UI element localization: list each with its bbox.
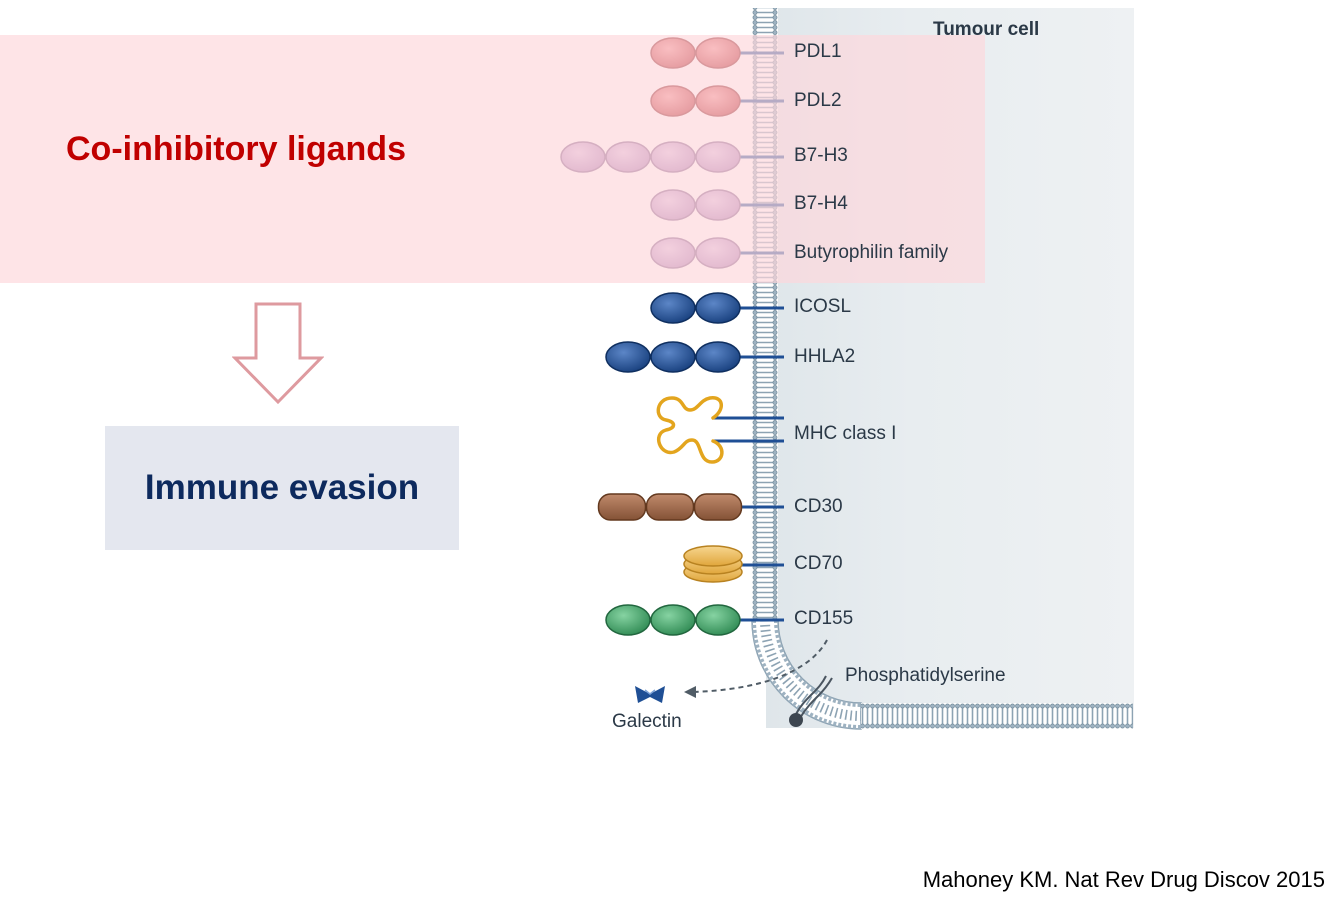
co-inhibitory-title: Co-inhibitory ligands: [66, 130, 406, 168]
ligand-domain: [597, 493, 647, 521]
co-inhibitory-highlight: [0, 35, 985, 283]
ligand-domain: [645, 493, 695, 521]
phosphatidylserine-label: Phosphatidylserine: [845, 665, 1006, 686]
ligand-cd30: [597, 493, 784, 521]
galectin-icon: [635, 686, 665, 703]
ligand-label-mhc-class-i: MHC class I: [794, 423, 897, 444]
release-arrow-head: [684, 686, 696, 698]
immune-evasion-box: Immune evasion: [105, 426, 459, 550]
ligand-label-icosl: ICOSL: [794, 296, 852, 317]
domain-disc: [683, 545, 743, 567]
membrane-corner-texture: [760, 619, 862, 721]
ligand-label-b7-h4: B7-H4: [794, 193, 848, 214]
ligand-label-cd30: CD30: [794, 496, 843, 517]
ligand-label-pdl1: PDL1: [794, 41, 842, 62]
ligand-domain: [650, 292, 696, 324]
ligand-domain: [650, 341, 696, 373]
ligand-label-hhla2: HHLA2: [794, 346, 856, 367]
ligand-domain: [693, 493, 743, 521]
membrane-horizontal: [861, 703, 1133, 729]
ligand-cd155: [605, 604, 784, 636]
ligand-mhc-class-i: [656, 396, 784, 464]
immune-evasion-label: Immune evasion: [144, 468, 420, 507]
membrane-corner-heads-outer: [752, 619, 862, 729]
tumour-cell-label: Tumour cell: [933, 19, 1040, 40]
ligand-label-pdl2: PDL2: [794, 90, 842, 111]
citation: Mahoney KM. Nat Rev Drug Discov 2015: [922, 867, 1325, 892]
ligand-domain: [695, 604, 741, 636]
ligand-label-cd155: CD155: [794, 608, 854, 629]
membrane-corner-heads-inner: [774, 619, 862, 707]
ligand-domain: [605, 341, 651, 373]
ligand-domain: [695, 292, 741, 324]
down-arrow-icon: [232, 302, 324, 405]
ligand-domain: [695, 341, 741, 373]
galectin-label: Galectin: [612, 711, 682, 732]
ligand-label-butyrophilin: Butyrophilin family: [794, 242, 949, 263]
ligand-domain: [650, 604, 696, 636]
mhc-class-i-chain: [656, 396, 724, 464]
ligand-label-cd70: CD70: [794, 553, 843, 574]
ligand-domain: [605, 604, 651, 636]
phosphatidylserine-lipid: [789, 675, 833, 727]
release-arrow: [691, 639, 828, 693]
ligand-icosl: [650, 292, 784, 324]
ligand-hhla2: [605, 341, 784, 373]
ligand-label-b7-h3: B7-H3: [794, 145, 848, 166]
ligand-cd70: [683, 545, 784, 583]
